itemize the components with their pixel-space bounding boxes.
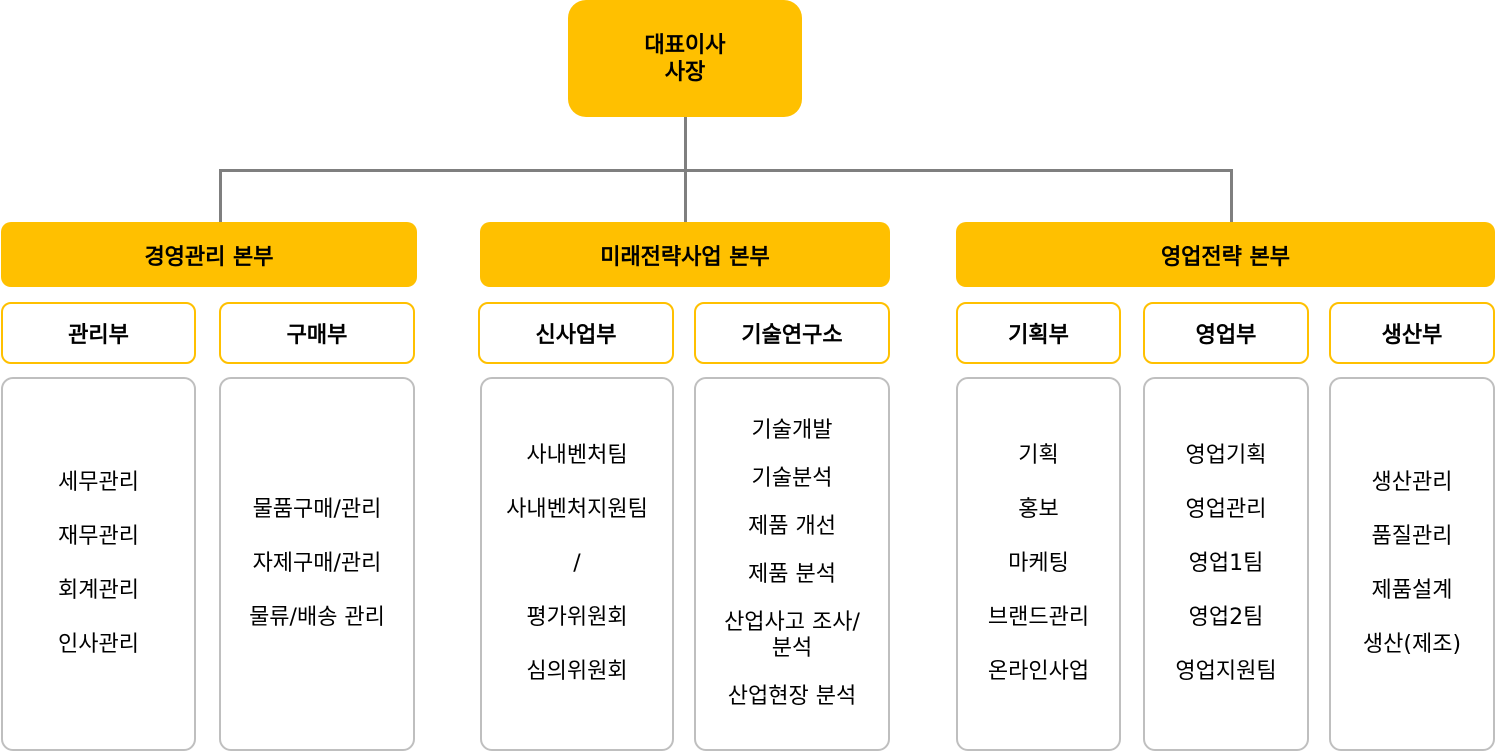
- task-item: 생산(제조): [1362, 632, 1462, 657]
- task-item: 물류/배송 관리: [249, 605, 385, 630]
- dept-sales: 영업부: [1143, 302, 1309, 364]
- task-item: 품질관리: [1371, 524, 1453, 549]
- task-item: /: [573, 551, 581, 576]
- division-future-strategy: 미래전략사업 본부: [480, 222, 890, 287]
- task-item: 영업기획: [1185, 443, 1267, 468]
- task-item: 평가위원회: [526, 605, 628, 630]
- task-item: 산업현장 분석: [727, 684, 857, 709]
- dept-purchasing: 구매부: [219, 302, 415, 364]
- connector-horizontal: [219, 169, 1233, 172]
- task-item: 제품 개선: [748, 514, 836, 539]
- dept-production: 생산부: [1329, 302, 1495, 364]
- task-item: 세무관리: [58, 470, 139, 495]
- connector-center-vertical: [684, 169, 687, 222]
- task-item: 기술분석: [751, 466, 833, 491]
- tasks-planning: 기획 홍보 마케팅 브랜드관리 온라인사업: [956, 377, 1121, 751]
- task-item: 자제구매/관리: [252, 551, 382, 576]
- tasks-sales: 영업기획 영업관리 영업1팀 영업2팀 영업지원팀: [1143, 377, 1309, 751]
- task-item: 영업관리: [1185, 497, 1267, 522]
- connector-ceo-vertical: [684, 117, 687, 171]
- task-item: 산업사고 조사/ 분석: [724, 610, 860, 661]
- task-item: 재무관리: [58, 524, 139, 549]
- task-item: 생산관리: [1371, 470, 1453, 495]
- task-item: 제품 분석: [748, 562, 836, 587]
- task-item: 심의위원회: [526, 659, 628, 684]
- task-item: 홍보: [1018, 497, 1059, 522]
- task-item: 브랜드관리: [987, 605, 1090, 630]
- dept-planning: 기획부: [956, 302, 1121, 364]
- task-item: 기획: [1018, 443, 1059, 468]
- ceo-title: 대표이사: [644, 32, 726, 58]
- connector-left-vertical: [219, 169, 222, 222]
- task-item: 영업지원팀: [1175, 659, 1277, 684]
- ceo-box: 대표이사 사장: [568, 0, 802, 117]
- task-item: 사내벤처팀: [526, 443, 628, 468]
- task-item: 영업2팀: [1188, 605, 1264, 630]
- tasks-new-business: 사내벤처팀 사내벤처지원팀 / 평가위원회 심의위원회: [480, 377, 674, 751]
- dept-new-business: 신사업부: [478, 302, 674, 364]
- task-item: 온라인사업: [987, 659, 1090, 684]
- task-item: 회계관리: [58, 578, 139, 603]
- division-sales-strategy: 영업전략 본부: [956, 222, 1495, 287]
- task-item: 인사관리: [58, 632, 139, 657]
- connector-right-vertical: [1230, 169, 1233, 222]
- task-item: 제품설계: [1371, 578, 1453, 603]
- tasks-production: 생산관리 품질관리 제품설계 생산(제조): [1329, 377, 1495, 751]
- dept-tech-lab: 기술연구소: [694, 302, 890, 364]
- task-item: 영업1팀: [1188, 551, 1264, 576]
- tasks-purchasing: 물품구매/관리 자제구매/관리 물류/배송 관리: [219, 377, 415, 751]
- tasks-tech-lab: 기술개발 기술분석 제품 개선 제품 분석 산업사고 조사/ 분석 산업현장 분…: [694, 377, 890, 751]
- ceo-subtitle: 사장: [664, 59, 706, 85]
- dept-management: 관리부: [1, 302, 196, 364]
- task-item: 사내벤처지원팀: [506, 497, 648, 522]
- tasks-management: 세무관리 재무관리 회계관리 인사관리: [1, 377, 196, 751]
- task-item: 기술개발: [751, 418, 833, 443]
- division-management: 경영관리 본부: [1, 222, 417, 287]
- task-item: 물품구매/관리: [252, 497, 382, 522]
- task-item: 마케팅: [1008, 551, 1069, 576]
